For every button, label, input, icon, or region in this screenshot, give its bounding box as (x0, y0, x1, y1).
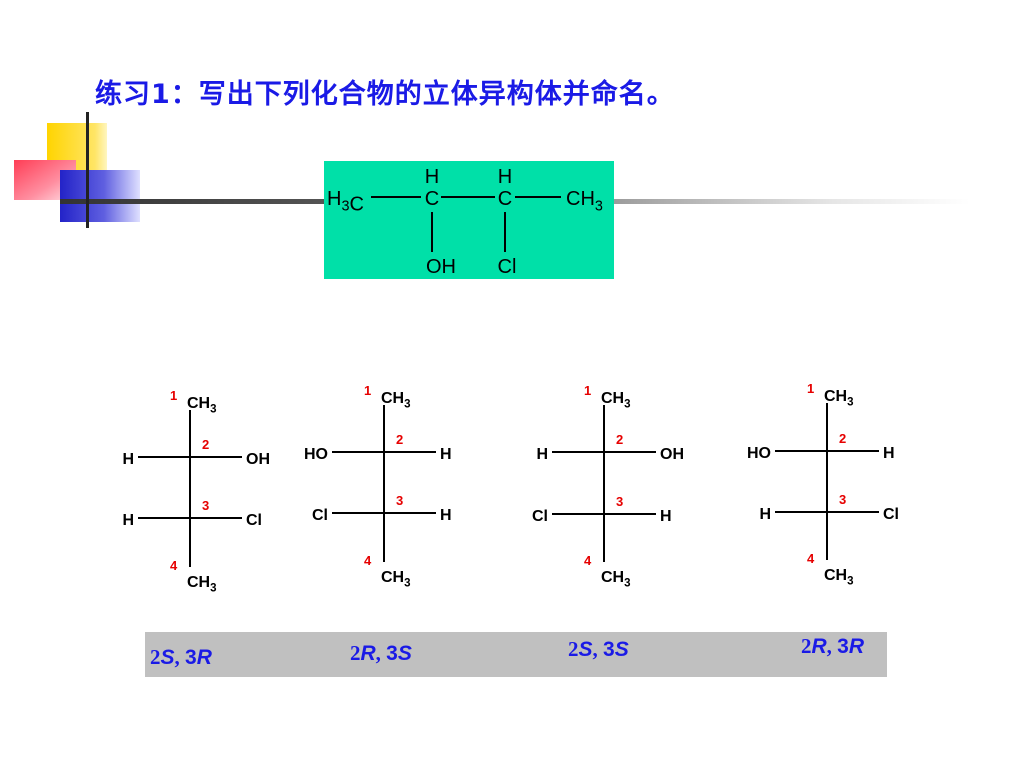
names-band (145, 632, 887, 677)
c2-left-3: H (536, 446, 548, 463)
top-ch3-1: CH3 (187, 395, 217, 415)
carbon-number-2-2: 2 (396, 432, 403, 447)
c3-left-3: Cl (532, 508, 548, 525)
carbon-number-4-1: 4 (170, 558, 178, 573)
molecule-box (324, 161, 614, 279)
c2-right-2: H (440, 446, 452, 463)
c2-right-3: OH (660, 446, 684, 463)
c2-right-4: H (883, 445, 895, 462)
c2-right-1: OH (246, 451, 270, 468)
c2-top-h-label: H (425, 166, 439, 188)
c3-left-4: H (759, 506, 771, 523)
c2-oh-label: OH (426, 256, 456, 278)
config-name-3: 2S, 3S (568, 637, 629, 661)
carbon-number-4-4: 4 (807, 551, 815, 566)
vertical-rule (86, 112, 89, 228)
carbon-number-3-1: 3 (202, 498, 209, 513)
carbon-number-4-3: 4 (584, 553, 592, 568)
top-ch3-2: CH3 (381, 390, 411, 410)
c3-right-4: Cl (883, 506, 899, 523)
carbon-number-3-2: 3 (396, 493, 403, 508)
c2-left-2: HO (304, 446, 328, 463)
carbon-number-4-2: 4 (364, 553, 372, 568)
bottom-ch3-4: CH3 (824, 567, 854, 587)
carbon-number-1-4: 1 (807, 381, 814, 396)
c2-left-1: H (122, 451, 134, 468)
carbon-3-label: C (498, 188, 512, 210)
left-group-label: H3C (327, 188, 364, 216)
bottom-ch3-3: CH3 (601, 569, 631, 589)
c3-cl-label: Cl (498, 256, 517, 278)
c3-right-2: H (440, 507, 452, 524)
c3-right-3: H (660, 508, 672, 525)
bottom-ch3-1: CH3 (187, 574, 217, 594)
bottom-ch3-2: CH3 (381, 569, 411, 589)
carbon-number-3-4: 3 (839, 492, 846, 507)
c3-left-1: H (122, 512, 134, 529)
config-name-4: 2R, 3R (801, 634, 865, 658)
carbon-number-1-3: 1 (584, 383, 591, 398)
config-name-2: 2R, 3S (350, 641, 412, 665)
c3-right-1: Cl (246, 512, 262, 529)
blue-square-decoration (60, 170, 140, 222)
carbon-number-2-1: 2 (202, 437, 209, 452)
c3-top-h-label: H (498, 166, 512, 188)
c2-left-4: HO (747, 445, 771, 462)
carbon-number-1-1: 1 (170, 388, 177, 403)
carbon-number-3-3: 3 (616, 494, 623, 509)
carbon-number-2-3: 2 (616, 432, 623, 447)
config-name-1: 2S, 3R (150, 645, 212, 669)
top-ch3-4: CH3 (824, 388, 854, 408)
carbon-number-2-4: 2 (839, 431, 846, 446)
c3-left-2: Cl (312, 507, 328, 524)
slide-title: 练习1：写出下列化合物的立体异构体并命名。 (95, 79, 675, 110)
top-ch3-3: CH3 (601, 390, 631, 410)
carbon-2-label: C (425, 188, 439, 210)
carbon-number-1-2: 1 (364, 383, 371, 398)
right-group-label: CH3 (566, 188, 603, 215)
